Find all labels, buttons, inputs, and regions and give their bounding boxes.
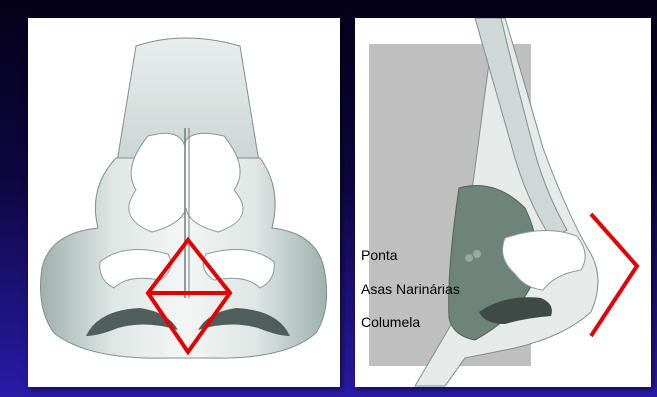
label-columela: Columela <box>361 314 420 330</box>
side-view-panel: Ponta Asas Narinárias Columela <box>355 18 651 387</box>
label-ponta: Ponta <box>361 247 398 263</box>
nose-side-illustration <box>355 18 651 387</box>
nose-front-illustration <box>28 18 340 387</box>
front-view-panel <box>28 18 340 387</box>
label-asas-narinarias: Asas Narinárias <box>361 281 460 297</box>
